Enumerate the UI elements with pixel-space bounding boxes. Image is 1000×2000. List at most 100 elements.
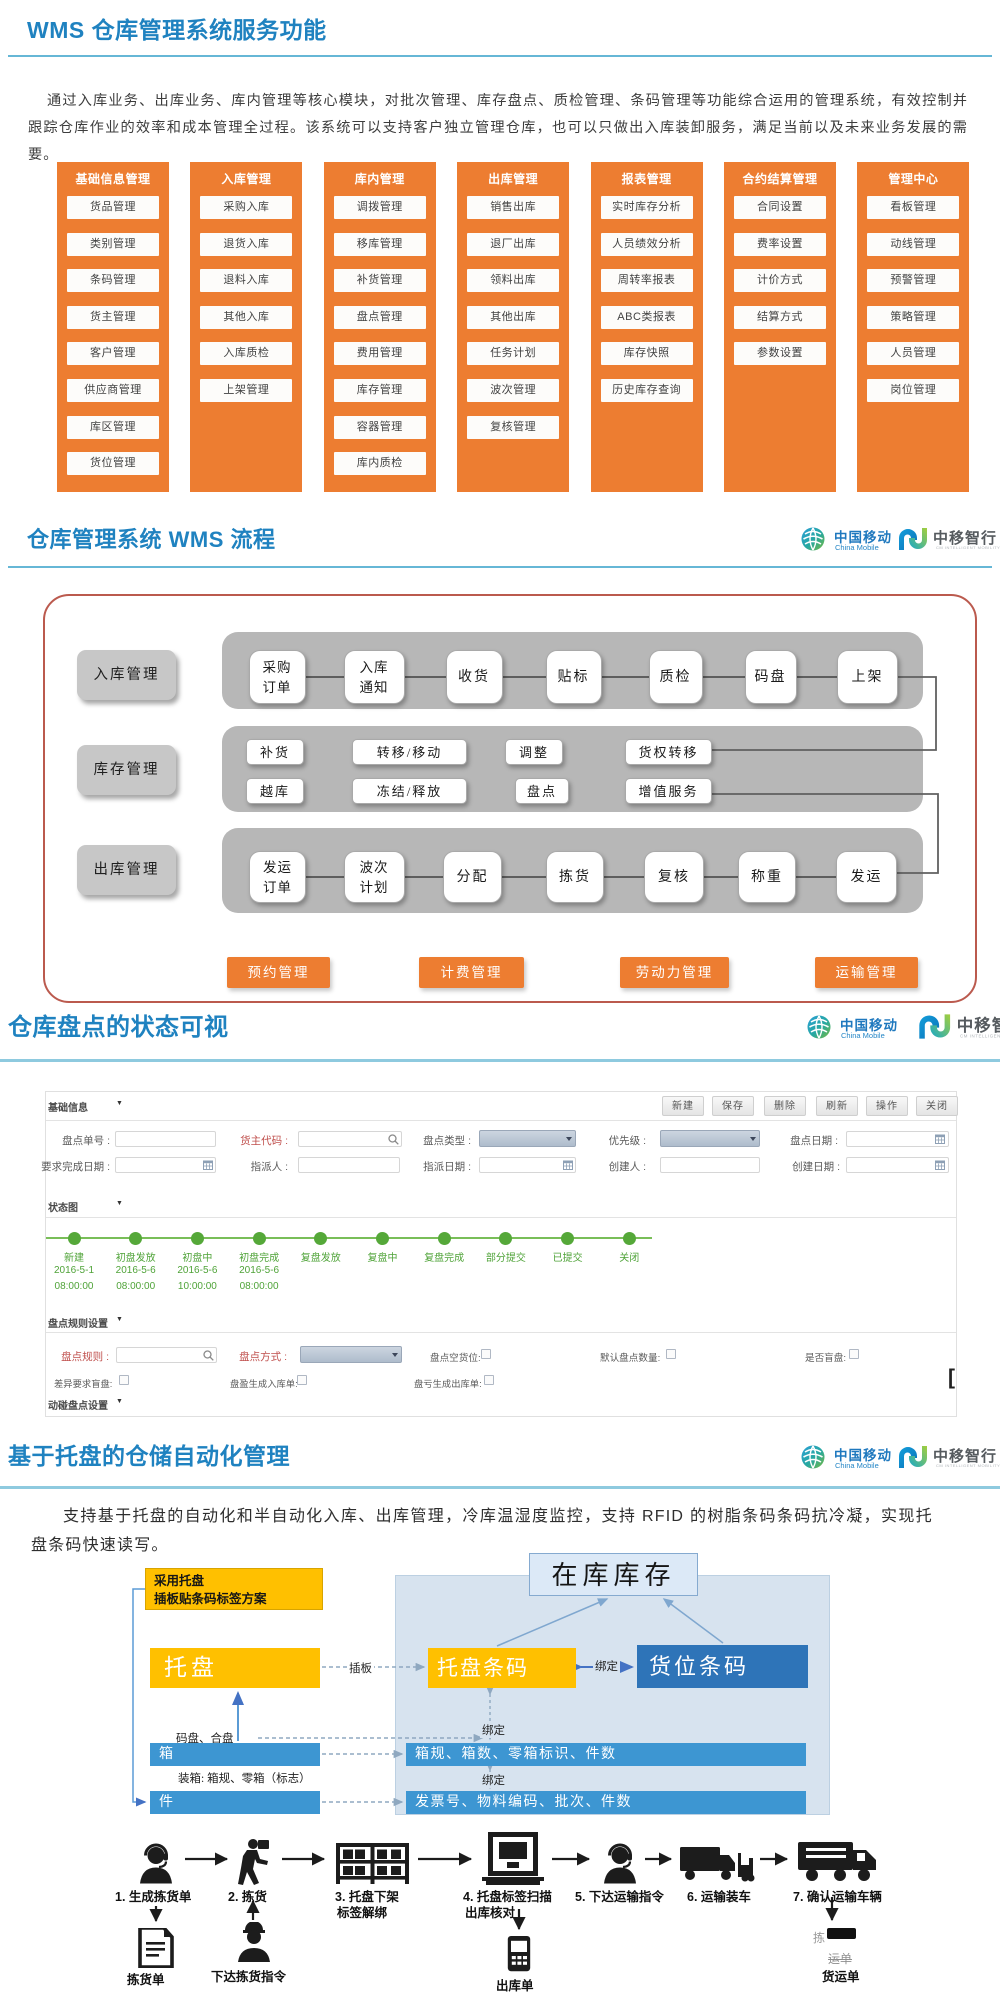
checkbox[interactable] — [484, 1375, 494, 1385]
toolbar-button[interactable]: 删除 — [764, 1096, 806, 1116]
module-item[interactable]: 库存快照 — [600, 342, 693, 366]
field-input[interactable] — [660, 1157, 760, 1173]
flow-bottom-button[interactable]: 运输管理 — [815, 957, 918, 988]
module-item[interactable]: 调拨管理 — [333, 196, 426, 219]
search-icon[interactable] — [388, 1134, 399, 1145]
search-icon[interactable] — [203, 1350, 214, 1361]
calendar-icon[interactable] — [203, 1160, 213, 1170]
flow-bottom-button[interactable]: 劳动力管理 — [620, 957, 729, 988]
toolbar-button[interactable]: 操作 — [866, 1096, 908, 1116]
module-item[interactable]: 退货入库 — [200, 232, 293, 256]
module-item[interactable]: 费率设置 — [734, 232, 826, 256]
flow-bottom-button[interactable]: 计费管理 — [419, 957, 524, 988]
module-item[interactable]: 入库质检 — [200, 342, 293, 366]
module-item[interactable]: 上架管理 — [200, 379, 293, 402]
module-item[interactable]: 客户管理 — [67, 342, 159, 366]
field-select[interactable] — [300, 1346, 402, 1363]
checkbox[interactable] — [119, 1375, 129, 1385]
toolbar-button[interactable]: 关闭 — [916, 1096, 958, 1116]
module-item[interactable]: 预警管理 — [867, 269, 960, 293]
module-item[interactable]: 货主管理 — [67, 305, 159, 329]
module-item[interactable]: 实时库存分析 — [600, 196, 693, 219]
flow-step-box[interactable]: 采购订单 — [248, 650, 306, 704]
flow-bottom-button[interactable]: 预约管理 — [227, 957, 330, 988]
status-dot[interactable] — [252, 1231, 266, 1245]
flow-step-box[interactable]: 调整 — [505, 739, 563, 765]
module-item[interactable]: 其他出库 — [467, 305, 560, 329]
module-item[interactable]: 供应商管理 — [67, 379, 159, 402]
module-item[interactable]: 领料出库 — [467, 269, 560, 293]
module-item[interactable]: 条码管理 — [67, 269, 159, 293]
module-item[interactable]: 费用管理 — [333, 342, 426, 366]
module-item[interactable]: 策略管理 — [867, 305, 960, 329]
module-item[interactable]: 历史库存查询 — [600, 379, 693, 402]
field-input[interactable] — [846, 1157, 949, 1173]
module-item[interactable]: 盘点管理 — [333, 305, 426, 329]
status-dot[interactable] — [190, 1231, 204, 1245]
flow-step-box[interactable]: 转移/移动 — [352, 739, 467, 765]
flow-step-box[interactable]: 拣货 — [546, 851, 604, 903]
module-item[interactable]: 看板管理 — [867, 196, 960, 219]
flow-step-box[interactable]: 分配 — [443, 851, 502, 903]
flow-step-box[interactable]: 发运 — [836, 851, 897, 903]
flow-step-box[interactable]: 补货 — [246, 739, 304, 765]
module-item[interactable]: 周转率报表 — [600, 269, 693, 293]
flow-step-box[interactable]: 增值服务 — [625, 778, 712, 804]
toolbar-button[interactable]: 新建 — [662, 1096, 704, 1116]
field-input[interactable] — [846, 1131, 949, 1147]
module-item[interactable]: 动线管理 — [867, 232, 960, 256]
module-item[interactable]: 退厂出库 — [467, 232, 560, 256]
flow-step-box[interactable]: 复核 — [644, 851, 704, 903]
calendar-icon[interactable] — [935, 1160, 945, 1170]
status-dot[interactable] — [314, 1231, 328, 1245]
flow-step-box[interactable]: 码盘 — [744, 650, 797, 704]
status-dot[interactable] — [376, 1231, 389, 1245]
module-item[interactable]: 移库管理 — [333, 232, 426, 256]
checkbox[interactable] — [849, 1349, 859, 1359]
status-dot[interactable] — [622, 1231, 636, 1245]
flow-step-box[interactable]: 盘点 — [515, 778, 569, 804]
module-item[interactable]: 库区管理 — [67, 415, 159, 439]
module-item[interactable]: 合同设置 — [734, 196, 826, 219]
field-select[interactable] — [660, 1130, 760, 1147]
module-item[interactable]: 补货管理 — [333, 269, 426, 293]
module-item[interactable]: 货位管理 — [67, 452, 159, 476]
module-item[interactable]: 货品管理 — [67, 196, 159, 219]
toolbar-button[interactable]: 刷新 — [816, 1096, 858, 1116]
field-input[interactable] — [115, 1157, 216, 1173]
module-item[interactable]: 库存管理 — [333, 379, 426, 402]
module-item[interactable]: 其他入库 — [200, 305, 293, 329]
status-dot[interactable] — [129, 1231, 143, 1245]
flow-step-box[interactable]: 入库通知 — [343, 650, 405, 704]
field-input[interactable] — [479, 1157, 576, 1173]
field-input[interactable] — [116, 1347, 217, 1363]
module-item[interactable]: 人员绩效分析 — [600, 232, 693, 256]
module-item[interactable]: 参数设置 — [734, 342, 826, 366]
toolbar-button[interactable]: 保存 — [712, 1096, 754, 1116]
module-item[interactable]: 容器管理 — [333, 415, 426, 439]
checkbox[interactable] — [666, 1349, 676, 1359]
panel-group-collapse-icon[interactable]: ▼ — [116, 1398, 123, 1405]
module-item[interactable]: 销售出库 — [467, 196, 560, 219]
panel-group-collapse-icon[interactable]: ▼ — [116, 1200, 123, 1207]
panel-group-collapse-icon[interactable]: ▼ — [116, 1316, 123, 1323]
field-input[interactable] — [115, 1131, 216, 1147]
flow-step-box[interactable]: 发运订单 — [249, 851, 306, 903]
checkbox[interactable] — [297, 1375, 307, 1385]
status-dot[interactable] — [561, 1231, 575, 1245]
module-item[interactable]: ABC类报表 — [600, 305, 693, 329]
module-item[interactable]: 结算方式 — [734, 305, 826, 329]
status-dot[interactable] — [437, 1231, 451, 1245]
calendar-icon[interactable] — [563, 1160, 573, 1170]
panel-group-collapse-icon[interactable]: ▼ — [116, 1100, 123, 1107]
module-item[interactable]: 计价方式 — [734, 269, 826, 293]
flow-step-box[interactable]: 质检 — [648, 650, 703, 704]
field-input[interactable] — [298, 1131, 402, 1147]
flow-step-box[interactable]: 越库 — [246, 778, 304, 804]
checkbox[interactable] — [481, 1349, 491, 1359]
status-dot[interactable] — [67, 1231, 81, 1245]
module-item[interactable]: 人员管理 — [867, 342, 960, 366]
field-select[interactable] — [479, 1130, 576, 1147]
flow-step-box[interactable]: 货权转移 — [625, 739, 712, 765]
field-input[interactable] — [298, 1157, 400, 1173]
